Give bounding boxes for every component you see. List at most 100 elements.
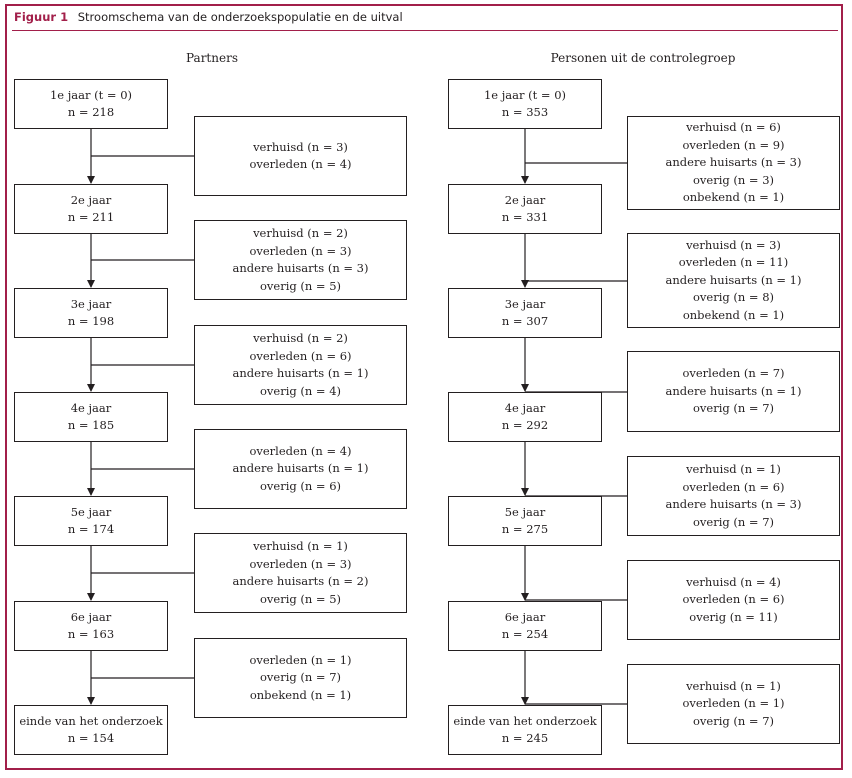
dropout-box-control-1-line: overleden (n = 9) [682,137,785,152]
stage-box-control-1: 1e jaar (t = 0) n = 353 [448,79,602,129]
stage-box-control-4-line: n = 292 [501,418,549,432]
dropout-box-control-4-line: andere huisarts (n = 3) [665,497,802,511]
stage-box-control-3-line: 3e jaar [504,296,546,311]
dropout-box-partners-1: verhuisd (n = 3) overleden (n = 4) [194,116,407,196]
stage-box-control-2-line: n = 331 [501,210,549,224]
dropout-box-control-4-line: overig (n = 7) [692,514,775,529]
dropout-box-control-5-line: overig (n = 11) [689,609,778,624]
dropout-box-control-6-line: overleden (n = 1) [682,696,785,711]
stage-box-control-4: 4e jaar n = 292 [448,392,602,442]
stage-box-control-5: 5e jaar n = 275 [448,496,602,546]
dropout-box-partners-2-line: overleden (n = 3) [249,243,352,258]
stage-box-partners-3: 3e jaar n = 198 [14,288,168,338]
stage-box-partners-1-line: n = 218 [67,105,115,119]
dropout-box-control-3: overleden (n = 7) andere huisarts (n = 1)… [627,351,840,432]
figure-label: Figuur 1 [14,10,69,24]
title-rule [12,30,838,31]
dropout-box-control-3-line: overig (n = 7) [692,401,775,416]
dropout-box-partners-2-line: verhuisd (n = 2) [253,226,348,240]
dropout-box-partners-6-line: onbekend (n = 1) [249,687,352,702]
figure-title: Stroomschema van de onderzoekspopulatie … [77,10,403,24]
dropout-box-control-2: verhuisd (n = 3) overleden (n = 11) andere… [627,233,840,328]
dropout-box-partners-4-line: andere huisarts (n = 1) [232,461,369,476]
dropout-box-control-2-line: onbekend (n = 1) [682,307,785,322]
stage-box-partners-7-line: n = 154 [67,731,115,745]
stage-box-partners-4: 4e jaar n = 185 [14,392,168,442]
stage-box-partners-7-line: einde van het onderzoek [19,713,163,728]
stage-box-partners-5-line: 5e jaar [70,504,112,519]
dropout-box-partners-4: overleden (n = 4) andere huisarts (n = 1)… [194,429,407,509]
dropout-box-control-6: verhuisd (n = 1) overleden (n = 1) overig … [627,664,840,744]
dropout-box-control-1-line: andere huisarts (n = 3) [665,155,802,170]
dropout-box-partners-3-line: verhuisd (n = 2) [253,331,348,345]
stage-box-partners-4-line: 4e jaar [70,400,112,415]
dropout-box-partners-3-line: overleden (n = 6) [249,348,352,363]
dropout-box-partners-2-line: overig (n = 5) [259,278,342,293]
dropout-box-partners-3-line: overig (n = 4) [259,383,342,398]
stage-box-control-1-line: n = 353 [501,105,549,119]
stage-box-control-2-line: 2e jaar [504,192,546,207]
dropout-box-control-2-line: overig (n = 8) [692,290,775,305]
dropout-box-partners-1-line: overleden (n = 4) [249,157,352,171]
dropout-box-control-1-line: verhuisd (n = 6) [686,120,781,135]
dropout-box-partners-5-line: overig (n = 5) [259,591,342,606]
stage-box-control-6-line: n = 254 [501,627,549,641]
stage-box-control-7-line: einde van het onderzoek [453,713,597,728]
stage-box-partners-7: einde van het onderzoek n = 154 [14,705,168,755]
dropout-box-partners-3-line: andere huisarts (n = 1) [232,366,369,380]
stage-box-partners-5-line: n = 174 [67,522,115,536]
stage-box-control-3: 3e jaar n = 307 [448,288,602,338]
dropout-box-partners-2-line: andere huisarts (n = 3) [232,261,369,275]
dropout-box-control-4-line: overleden (n = 6) [682,479,785,494]
stage-box-partners-6-line: 6e jaar [70,609,112,624]
stage-box-control-2: 2e jaar n = 331 [448,184,602,234]
dropout-box-control-3-line: andere huisarts (n = 1) [665,383,802,398]
stage-box-partners-6-line: n = 163 [67,627,115,641]
dropout-box-control-5-line: overleden (n = 6) [682,592,785,607]
stage-box-control-7-line: n = 245 [501,731,549,745]
stage-box-control-6-line: 6e jaar [504,609,546,624]
stage-box-partners-4-line: n = 185 [67,418,115,432]
figure-header: Figuur 1 Stroomschema van de onderzoeksp… [14,10,403,24]
dropout-box-control-4-line: verhuisd (n = 1) [686,462,781,476]
dropout-box-control-1-line: onbekend (n = 1) [682,190,785,205]
dropout-box-control-6-line: overig (n = 7) [692,713,775,728]
dropout-box-partners-2: verhuisd (n = 2) overleden (n = 3) andere … [194,220,407,300]
dropout-box-partners-6: overleden (n = 1)overig (n = 7)onbekend … [194,638,407,718]
dropout-box-control-1: verhuisd (n = 6) overleden (n = 9) andere … [627,116,840,210]
stage-box-partners-1-line: 1e jaar (t = 0) [49,87,133,102]
stage-box-partners-2-line: n = 211 [67,210,115,224]
stage-box-partners-2-line: 2e jaar [70,192,112,207]
stage-box-control-5-line: n = 275 [501,522,549,536]
dropout-box-partners-1-line: verhuisd (n = 3) [253,139,348,154]
dropout-box-control-1-line: overig (n = 3) [692,172,775,187]
stage-box-partners-3-line: n = 198 [67,314,115,328]
dropout-box-partners-4-line: overleden (n = 4) [249,443,352,458]
stage-box-control-1-line: 1e jaar (t = 0) [483,87,567,102]
dropout-box-partners-6-line: overleden (n = 1) [249,652,352,667]
dropout-box-control-2-line: overleden (n = 11) [678,255,789,270]
dropout-box-partners-5-line: verhuisd (n = 1) [253,539,348,553]
dropout-box-partners-4-line: overig (n = 6) [259,478,342,493]
dropout-box-partners-3: verhuisd (n = 2) overleden (n = 6) andere … [194,325,407,405]
dropout-box-control-3-line: overleden (n = 7) [682,366,785,381]
stage-box-control-6: 6e jaar n = 254 [448,601,602,651]
stage-box-control-7: einde van het onderzoek n = 245 [448,705,602,755]
dropout-box-control-2-line: verhuisd (n = 3) [686,237,781,252]
dropout-box-control-6-line: verhuisd (n = 1) [686,678,781,693]
stage-box-partners-5: 5e jaar n = 174 [14,496,168,546]
dropout-box-control-2-line: andere huisarts (n = 1) [665,272,802,287]
stage-box-partners-1: 1e jaar (t = 0) n = 218 [14,79,168,129]
column-title-controlgroup: Personen uit de controlegroep [550,51,736,65]
stage-box-control-5-line: 5e jaar [504,504,546,519]
figure-frame [5,4,843,770]
dropout-box-partners-5-line: overleden (n = 3) [249,556,352,571]
stage-box-control-3-line: n = 307 [501,314,549,328]
stage-box-control-4-line: 4e jaar [504,400,546,415]
dropout-box-partners-5-line: andere huisarts (n = 2) [232,574,369,588]
stage-box-partners-6: 6e jaar n = 163 [14,601,168,651]
dropout-box-control-4: verhuisd (n = 1) overleden (n = 6) andere … [627,456,840,536]
stage-box-partners-2: 2e jaar n = 211 [14,184,168,234]
stage-box-partners-3-line: 3e jaar [70,296,112,311]
